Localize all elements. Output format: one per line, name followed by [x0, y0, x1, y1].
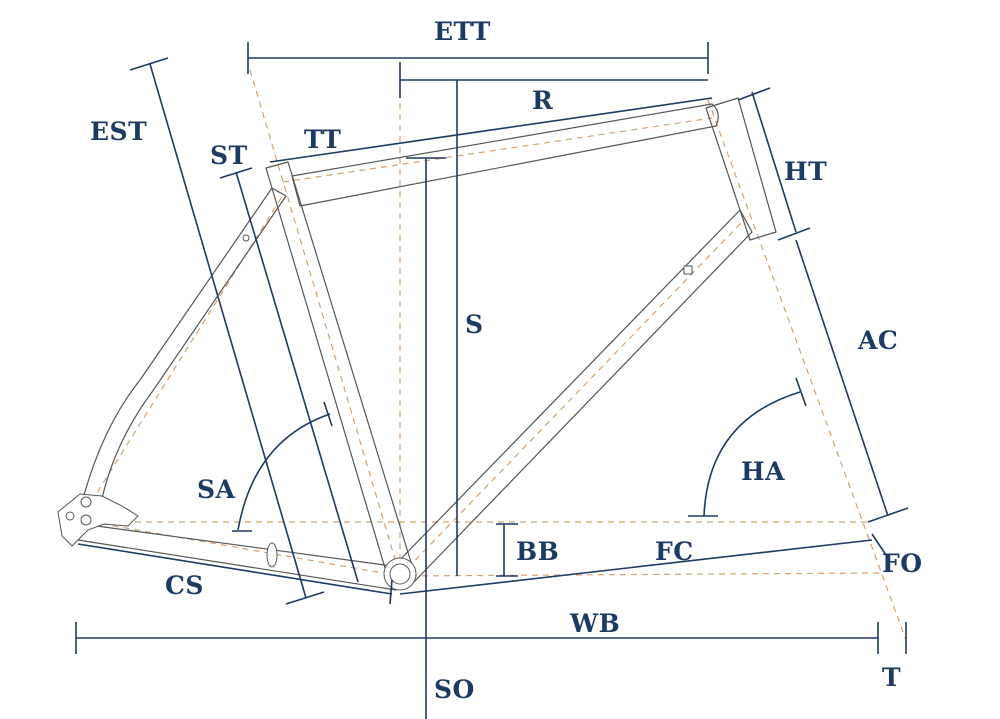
seatstay-mount [242, 234, 250, 242]
chainstay-bridge [266, 542, 278, 568]
label-bb: BB [516, 537, 559, 566]
rear-dropout [57, 493, 139, 547]
head-tube-steering-axis [707, 99, 907, 641]
seatstay [79, 187, 287, 511]
ht-tick-top [737, 87, 771, 101]
label-tt: TT [304, 125, 341, 154]
front-center-line [399, 572, 881, 577]
labels: ETT R EST TT ST HT S AC HA SA BB FC FO C… [90, 17, 923, 704]
label-ht: HT [784, 157, 827, 186]
seatstay-centerline [79, 194, 284, 521]
label-stack: S [465, 310, 484, 339]
tt-dimension-line [269, 97, 713, 163]
dropout-bolt-3 [65, 511, 75, 521]
seat-tube [265, 161, 415, 579]
seat-tube-dimension-line [235, 171, 359, 583]
dropout-bolt-1 [80, 496, 92, 508]
top-tube [291, 103, 719, 207]
axle-crown-dimension-line [795, 239, 889, 517]
est-tick-top [129, 57, 169, 71]
seat-angle-arc [237, 413, 331, 531]
label-sa: SA [197, 475, 236, 504]
label-st: ST [210, 141, 248, 170]
est-tick-bottom [285, 591, 325, 605]
front-center-dimension-line [399, 539, 873, 595]
head-tube-dimension-line [751, 91, 797, 233]
label-est: EST [90, 117, 147, 146]
label-ha: HA [741, 457, 785, 486]
label-so: SO [434, 675, 475, 704]
dropout-bolt-2 [80, 514, 92, 526]
head-tube [705, 97, 777, 241]
st-tick-top [219, 167, 253, 179]
downtube-mount [683, 265, 693, 275]
frame [57, 97, 777, 591]
label-fc: FC [655, 537, 694, 566]
label-cs: CS [165, 571, 204, 600]
down-tube-centerline [399, 221, 743, 577]
label-ac: AC [857, 326, 898, 355]
label-ett: ETT [434, 17, 491, 46]
centerlines [79, 69, 907, 641]
label-reach: R [532, 86, 553, 115]
fork-offset-tick [871, 533, 889, 559]
chainstay [77, 523, 397, 591]
chainstay-dimension-line [77, 543, 393, 595]
label-trail: T [882, 663, 901, 692]
bottom-bracket-inner [389, 563, 411, 585]
ac-tick-bottom [867, 507, 909, 523]
ha-tick-top [795, 377, 807, 407]
est-dimension-line [149, 63, 307, 599]
dimension-lines [75, 42, 909, 719]
sa-tick-top [323, 401, 333, 427]
ht-tick-bottom [777, 227, 811, 241]
head-angle-arc [703, 391, 801, 517]
cs-tick-right [389, 579, 393, 605]
label-wb: WB [569, 609, 620, 638]
label-fo: FO [882, 549, 923, 578]
